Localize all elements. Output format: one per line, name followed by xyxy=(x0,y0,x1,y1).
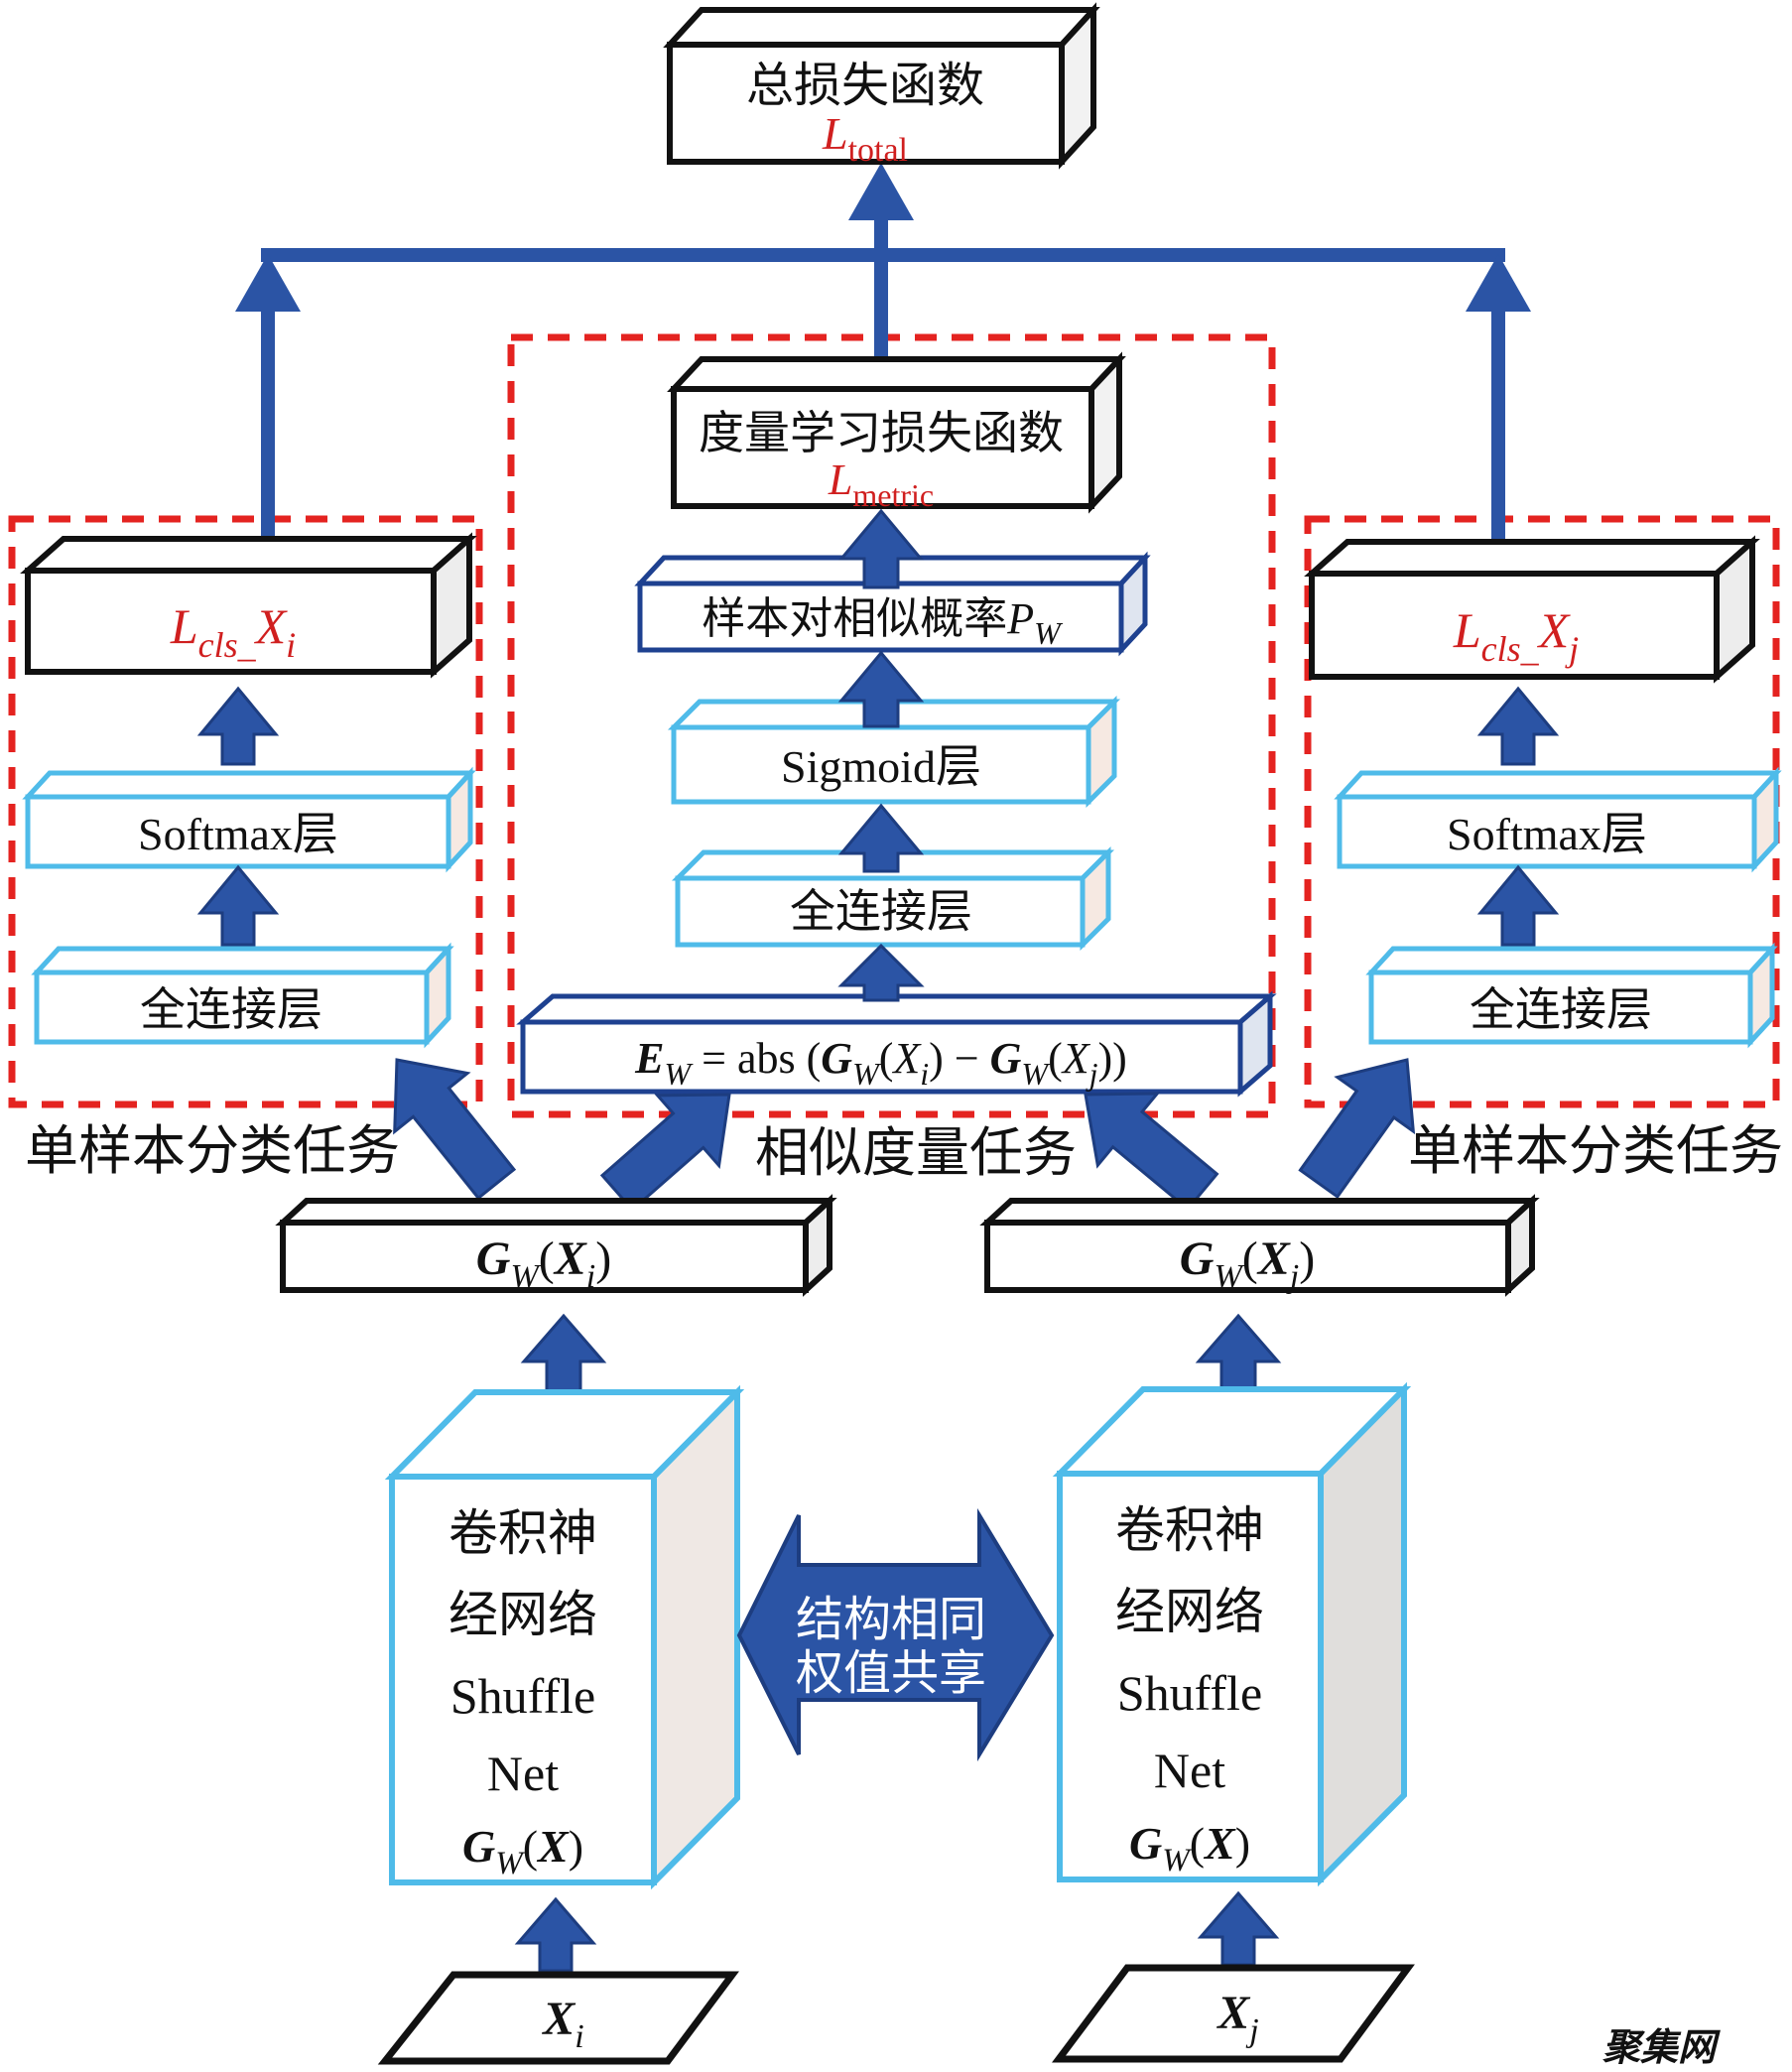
double-arrow-icon xyxy=(736,1507,1055,1762)
fc-label-left: 全连接层 xyxy=(140,984,322,1035)
weight-share-arrow: 结构相同 权值共享 xyxy=(736,1507,1055,1762)
arrow-gwxj-to-ew-icon xyxy=(1084,1092,1219,1212)
cube-left-line4: Net xyxy=(487,1746,559,1801)
arrow-xj-to-cube-icon xyxy=(1197,1890,1280,1967)
ew-formula: EW = abs (GW(Xi) − GW(Xj)) xyxy=(634,1034,1127,1092)
sigmoid-layer-box: Sigmoid层 xyxy=(667,695,1121,809)
metric-loss-symbol: Lmetric xyxy=(828,455,934,513)
arrow-pair-to-metric-icon xyxy=(837,508,925,589)
fc-layer-label-middle: 全连接层 xyxy=(790,886,972,937)
share-label-line2: 权值共享 xyxy=(796,1647,986,1700)
cls-loss-label-right: Lcls_Xj xyxy=(1453,602,1579,669)
metric-task-label: 相似度量任务 xyxy=(755,1123,1077,1183)
classification-task-label-right: 单样本分类任务 xyxy=(1408,1121,1783,1181)
classification-task-group-right xyxy=(1304,515,1780,1108)
input-xi: Xi xyxy=(377,1971,739,2065)
arrow-fc-to-softmax-left-icon xyxy=(196,864,280,947)
arrow-softmax-to-cls-left-icon xyxy=(196,686,280,766)
cube-left-line1: 卷积神 xyxy=(448,1505,597,1561)
arrow-gwxi-to-ew-icon xyxy=(599,1093,731,1213)
gw-xi-label: GW(Xi) xyxy=(476,1232,611,1295)
cube-left-line3: Shuffle xyxy=(450,1668,595,1724)
softmax-box-left: Softmax层 xyxy=(22,766,476,873)
fc-label-right: 全连接层 xyxy=(1470,984,1652,1035)
classification-task-group-left xyxy=(8,515,483,1108)
input-xj-label: Xj xyxy=(1216,1987,1258,2049)
watermark: 聚集网 xyxy=(1602,2027,1721,2069)
arrow-cube-to-gwxj-icon xyxy=(1195,1313,1282,1393)
ew-formula-box: EW = abs (GW(Xi) − GW(Xj)) xyxy=(516,990,1277,1098)
cube-left-line2: 经网络 xyxy=(448,1587,597,1642)
sigmoid-layer-label: Sigmoid层 xyxy=(781,741,981,792)
arrow-fc-to-softmax-right-icon xyxy=(1476,864,1560,947)
metric-loss-title: 度量学习损失函数 xyxy=(699,408,1064,458)
left-riser-arrowhead-icon xyxy=(235,254,301,312)
softmax-label-right: Softmax层 xyxy=(1447,809,1647,859)
cube-right-gw: GW(X) xyxy=(1129,1818,1250,1878)
total-loss-title: 总损失函数 xyxy=(746,60,984,112)
right-riser-line xyxy=(1491,303,1505,544)
gw-xj-box: GW(Xj) xyxy=(979,1194,1540,1297)
arrow-softmax-to-cls-right-icon xyxy=(1476,686,1560,766)
softmax-box-right: Softmax层 xyxy=(1334,766,1782,873)
shufflenet-cube-right: 卷积神 经网络 Shuffle Net GW(X) xyxy=(1052,1381,1412,1887)
cube-right-line1: 卷积神 xyxy=(1115,1502,1264,1558)
cube-right-line2: 经网络 xyxy=(1115,1584,1264,1639)
similarity-probability-label: 样本对相似概率PW xyxy=(702,594,1064,651)
center-riser-arrowhead-icon xyxy=(848,163,914,220)
arrow-cube-to-gwxi-icon xyxy=(520,1313,607,1393)
arrow-gwxi-to-classification-icon xyxy=(393,1058,517,1201)
center-riser-line xyxy=(874,181,888,361)
cls-loss-box-right: Lcls_Xj xyxy=(1304,535,1760,684)
input-xi-label: Xi xyxy=(541,1993,583,2055)
shufflenet-cube-left: 卷积神 经网络 Shuffle Net GW(X) xyxy=(384,1384,745,1890)
arrow-fc-to-sigmoid-icon xyxy=(837,803,925,873)
metric-loss-box: 度量学习损失函数 Lmetric xyxy=(667,351,1126,514)
cls-loss-box-left: Lcls_Xi xyxy=(20,532,477,679)
cube-left-gw: GW(X) xyxy=(462,1821,583,1881)
fc-box-right: 全连接层 xyxy=(1365,942,1778,1049)
input-xj: Xj xyxy=(1052,1964,1415,2063)
arrow-gwxj-to-classification-icon xyxy=(1298,1058,1416,1200)
fc-layer-box-middle: 全连接层 xyxy=(671,845,1115,952)
fc-box-left: 全连接层 xyxy=(31,942,454,1049)
cube-right-line3: Shuffle xyxy=(1117,1665,1262,1721)
left-riser-line xyxy=(261,303,275,543)
arrow-xi-to-cube-icon xyxy=(514,1896,597,1973)
classification-task-label-left: 单样本分类任务 xyxy=(25,1121,400,1181)
arrow-ew-to-fc-icon xyxy=(837,943,925,1002)
metric-task-group-middle xyxy=(507,333,1276,1118)
gw-xi-box: GW(Xi) xyxy=(275,1194,837,1297)
arrow-sigmoid-to-pair-icon xyxy=(837,650,925,728)
cube-right-line4: Net xyxy=(1154,1743,1225,1798)
right-riser-arrowhead-icon xyxy=(1466,254,1531,312)
gw-xj-label: GW(Xj) xyxy=(1180,1232,1315,1295)
total-loss-symbol: Ltotal xyxy=(822,108,908,169)
softmax-label-left: Softmax层 xyxy=(138,809,338,859)
cls-loss-label-left: Lcls_Xi xyxy=(170,598,296,665)
total-loss-box: 总损失函数 Ltotal xyxy=(663,2,1100,170)
share-label-line1: 结构相同 xyxy=(796,1594,986,1646)
